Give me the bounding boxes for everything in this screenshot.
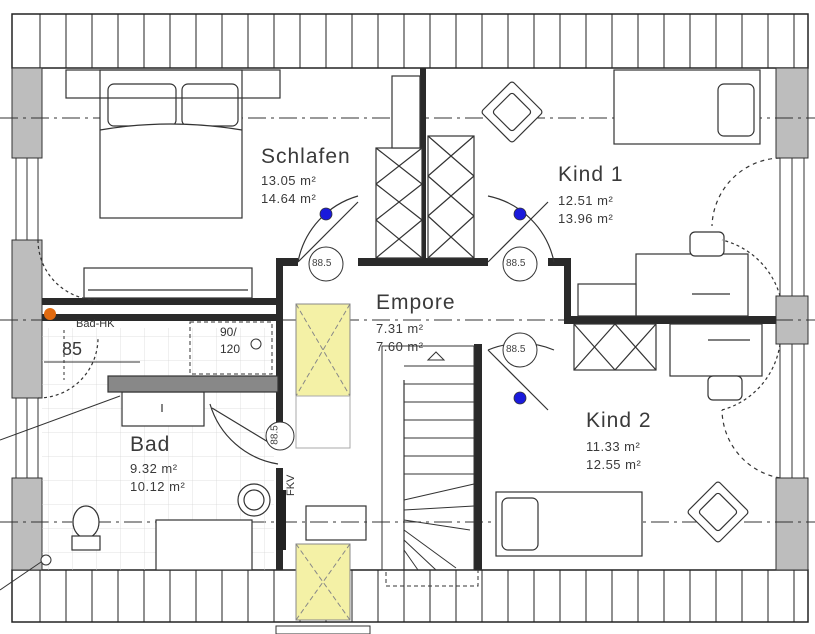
dresser [83,267,253,299]
door-width-label: 88.5 [506,258,526,269]
door-width-markers [265,246,538,451]
shower [189,321,273,375]
section-marker [275,625,371,634]
room-area-bad-1: 9.32 m² [130,461,178,476]
radiator-label: Bad-HK [76,318,115,330]
staircase-icon [381,345,479,587]
room-area-empore-1: 7.31 m² [376,321,424,336]
gable-walls [11,67,809,571]
armchair-icon [481,81,749,543]
roof-eave-top [11,13,809,69]
room-area-bad-2: 10.12 m² [130,479,186,494]
bed-icon [613,69,761,145]
shower-size-label-bottom: 120 [220,342,241,356]
room-name-bad: Bad [130,433,171,456]
room-area-schlafen-2: 14.64 m² [261,191,317,206]
desk-icon [577,231,763,401]
radiator-marker [0,308,140,591]
room-name-kind1: Kind 1 [558,163,624,186]
ventilation-duct [276,490,367,550]
room-area-kind2-2: 12.55 m² [586,457,642,472]
door-width-label: 88.5 [506,344,526,355]
room-area-empore-2: 7.60 m² [376,339,424,354]
windows [15,157,805,479]
room-area-kind1-1: 12.51 m² [558,193,614,208]
door-width-label: 88.5 [269,425,281,445]
toilet-icon [71,505,101,551]
wardrobe-icon [375,75,657,371]
room-area-kind2-1: 11.33 m² [586,439,641,454]
room-name-schlafen: Schlafen [261,145,351,168]
washbasin-icon [107,375,279,427]
ceiling-light-icon [319,207,527,405]
bed-icon [495,491,643,557]
roof-eave-bottom [11,569,809,623]
bathtub [155,483,271,571]
door-width-label: 88.5 [312,258,332,269]
room-name-kind2: Kind 2 [586,409,652,432]
duct-label: FKV [285,474,297,496]
room-area-kind1-2: 13.96 m² [558,211,614,226]
shower-size-label-top: 90/ [220,325,237,339]
room-name-empore: Empore [376,291,456,314]
room-area-schlafen-1: 13.05 m² [261,173,317,188]
dimension-label: 85 [62,339,83,359]
skylight [295,303,351,621]
bed-icon [65,69,281,219]
